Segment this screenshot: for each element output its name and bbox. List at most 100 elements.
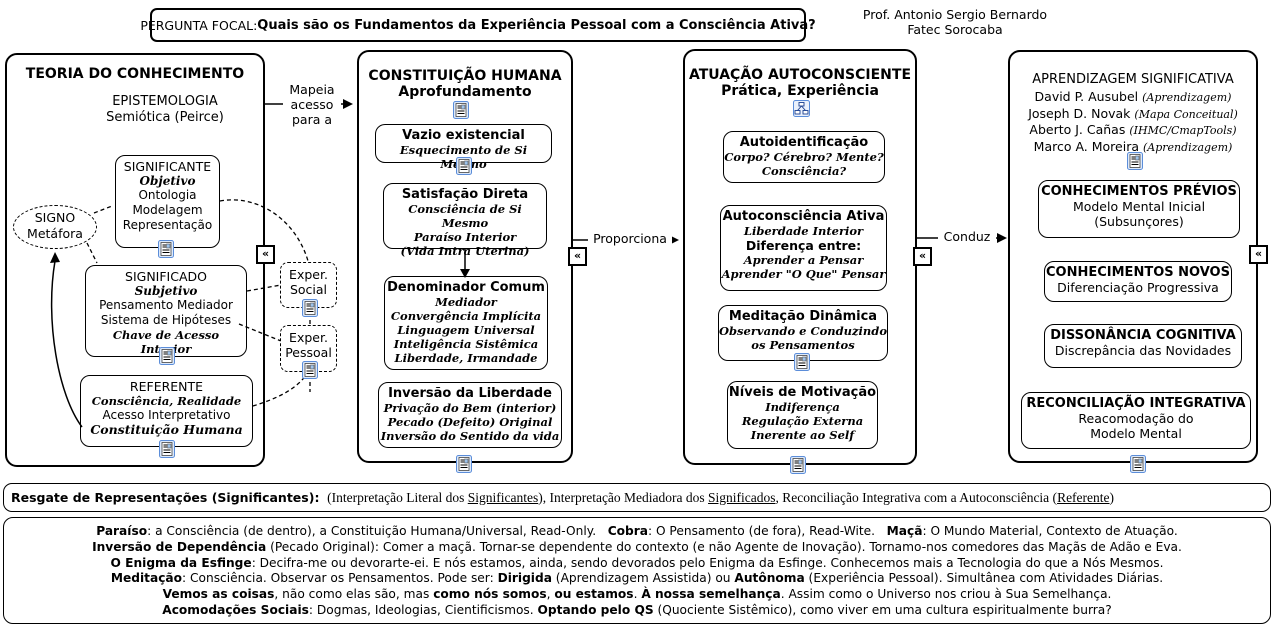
node-significante[interactable]: SIGNIFICANTE Objetivo Ontologia Modelage…	[115, 155, 220, 248]
note-line: Meditação: Consciência. Observar os Pens…	[110, 571, 1164, 586]
node-line: Liberdade, Irmandade	[394, 351, 538, 365]
resource-icon[interactable]	[794, 353, 810, 371]
collapse-toggle-icon[interactable]: «	[256, 245, 275, 264]
resource-icon[interactable]	[1130, 455, 1146, 473]
author-name: Aberto J. Cañas	[1029, 122, 1130, 137]
node-line: Pessoal	[285, 345, 332, 360]
node-title: DISSONÂNCIA COGNITIVA	[1050, 328, 1236, 343]
node-vazio-existencial[interactable]: Vazio existencial Esquecimento de Si Mes…	[375, 124, 552, 171]
node-line: Social	[289, 282, 328, 297]
link-label-mapeia[interactable]: Mapeia acesso para a	[283, 82, 341, 127]
col-title-line: ATUAÇÃO AUTOCONSCIENTE	[688, 67, 912, 83]
node-title: Inversão da Liberdade	[388, 386, 552, 401]
node-line: Aprender a Pensar	[743, 253, 864, 267]
node-line: Liberdade Interior	[743, 224, 864, 238]
note-line: Inversão de Dependência (Pecado Original…	[92, 539, 1182, 554]
resource-icon[interactable]	[159, 440, 175, 458]
node-line: Representação	[122, 218, 213, 232]
node-exper-social[interactable]: Exper. Social	[280, 262, 337, 308]
node-autoidentificacao[interactable]: Autoidentificação Corpo? Cérebro? Mente?…	[723, 131, 885, 183]
node-line: Subjetivo	[134, 284, 198, 298]
link-label-conduz[interactable]: Conduz	[938, 229, 996, 244]
node-satisfacao-direta[interactable]: Satisfação Direta Consciência de Si Mesm…	[383, 183, 547, 258]
node-line: Metáfora	[27, 226, 83, 241]
resgate-bar[interactable]: Resgate de Representações (Significantes…	[3, 483, 1271, 512]
node-line: Inteligência Sistêmica	[393, 337, 539, 351]
node-title: CONHECIMENTOS NOVOS	[1046, 265, 1230, 280]
node-line: Exper.	[289, 267, 328, 282]
node-line: Modelo Mental Inicial	[1072, 199, 1206, 214]
author-institution: Fatec Sorocaba	[907, 21, 1003, 37]
node-line: Discrepância das Novidades	[1054, 343, 1232, 358]
node-line: Objetivo	[139, 174, 196, 188]
node-line: Aprender "O Que" Pensar	[721, 267, 886, 281]
note-line: Paraíso: a Consciência (de dentro), a Co…	[96, 524, 1178, 538]
node-line: Diferença entre:	[745, 238, 862, 253]
node-dissonancia-cognitiva[interactable]: DISSONÂNCIA COGNITIVA Discrepância das N…	[1044, 324, 1242, 368]
node-reconciliacao-integrativa[interactable]: RECONCILIAÇÃO INTEGRATIVA Reacomodação d…	[1021, 392, 1251, 449]
col-title-line: Aprofundamento	[398, 84, 532, 100]
focal-question-node[interactable]: PERGUNTA FOCAL: Quais são os Fundamentos…	[140, 8, 816, 42]
resource-icon[interactable]	[302, 361, 318, 379]
resource-icon[interactable]	[790, 456, 806, 474]
node-line: Pensamento Mediador	[99, 298, 233, 312]
resource-icon[interactable]	[456, 455, 472, 473]
notes-box[interactable]: Paraíso: a Consciência (de dentro), a Co…	[3, 517, 1271, 624]
node-line: Consciência de Si Mesmo	[408, 202, 522, 230]
node-autoconsciencia-ativa[interactable]: Autoconsciência Ativa Liberdade Interior…	[720, 205, 887, 291]
node-signo[interactable]: SIGNO Metáfora	[13, 205, 97, 249]
focal-question-label: PERGUNTA FOCAL:	[140, 17, 258, 33]
node-conhecimentos-novos[interactable]: CONHECIMENTOS NOVOS Diferenciação Progre…	[1044, 261, 1232, 302]
node-line: Paraíso Interior	[413, 230, 517, 244]
author-name: David P. Ausubel	[1034, 89, 1143, 104]
author-name: Prof. Antonio Sergio Bernardo	[862, 7, 1048, 22]
resource-icon[interactable]	[1127, 152, 1143, 170]
collapse-toggle-icon[interactable]: «	[1249, 245, 1268, 264]
node-line: os Pensamentos	[751, 338, 855, 352]
collapse-toggle-icon[interactable]: «	[913, 247, 932, 266]
node-niveis-motivacao[interactable]: Níveis de Motivação Indiferença Regulaçã…	[727, 381, 878, 449]
link-label-proporciona[interactable]: Proporciona	[588, 231, 672, 246]
node-inversao-liberdade[interactable]: Inversão da Liberdade Privação do Bem (i…	[378, 382, 562, 448]
resource-icon[interactable]	[302, 299, 318, 317]
col-title-line: CONSTITUIÇÃO HUMANA	[368, 68, 562, 84]
node-title: SIGNIFICADO	[125, 269, 207, 284]
col3-title: ATUAÇÃO AUTOCONSCIENTE Prática, Experiên…	[683, 67, 917, 99]
node-line: Acesso Interpretativo	[102, 408, 231, 422]
node-referente[interactable]: REFERENTE Consciência, Realidade Acesso …	[80, 375, 253, 447]
node-title: RECONCILIAÇÃO INTEGRATIVA	[1026, 396, 1246, 411]
col4-authors: David P. Ausubel (Aprendizagem) Joseph D…	[1008, 89, 1258, 155]
node-line: Consciência, Realidade	[91, 394, 242, 408]
node-line: Modelo Mental	[1090, 426, 1182, 441]
resource-icon[interactable]	[158, 240, 174, 258]
author-note: (Mapa Conceitual)	[1134, 107, 1238, 121]
resource-icon[interactable]	[453, 101, 469, 119]
author-note: (Aprendizagem)	[1143, 140, 1233, 154]
node-title: Satisfação Direta	[401, 187, 529, 202]
collapse-toggle-icon[interactable]: «	[568, 247, 587, 266]
node-line: Diferenciação Progressiva	[1057, 280, 1219, 295]
node-line: Inerente ao Self	[750, 428, 855, 442]
node-denominador-comum[interactable]: Denominador Comum Mediador Convergência …	[384, 276, 548, 370]
resource-icon[interactable]	[456, 157, 472, 175]
node-line: (Subsunçores)	[1094, 214, 1184, 229]
resource-icon[interactable]	[159, 347, 175, 365]
col4-title: APRENDIZAGEM SIGNIFICATIVA	[1032, 72, 1234, 87]
node-line: Regulação Externa	[741, 414, 864, 428]
node-line: Convergência Implícita	[390, 309, 542, 323]
note-line: O Enigma da Esfinge: Decifra-me ou devor…	[110, 555, 1164, 570]
cmap-icon[interactable]	[793, 100, 810, 117]
col2-title: CONSTITUIÇÃO HUMANA Aprofundamento	[357, 68, 573, 100]
note-line: Vemos as coisas, não como elas são, mas …	[162, 587, 1112, 602]
node-line: Inversão do Sentido da vida	[380, 429, 560, 443]
node-line: Exper.	[289, 330, 328, 345]
node-conhecimentos-previos[interactable]: CONHECIMENTOS PRÉVIOS Modelo Mental Inic…	[1038, 180, 1240, 238]
node-line: Mediador	[435, 295, 497, 309]
note-line: Acomodações Sociais: Dogmas, Ideologias,…	[162, 602, 1112, 617]
node-line: Sistema de Hipóteses	[100, 313, 232, 327]
node-significado[interactable]: SIGNIFICADO Subjetivo Pensamento Mediado…	[85, 265, 247, 357]
node-title: Autoidentificação	[739, 135, 869, 150]
node-line: SIGNO	[34, 210, 76, 225]
col-title-line: Prática, Experiência	[721, 83, 879, 99]
